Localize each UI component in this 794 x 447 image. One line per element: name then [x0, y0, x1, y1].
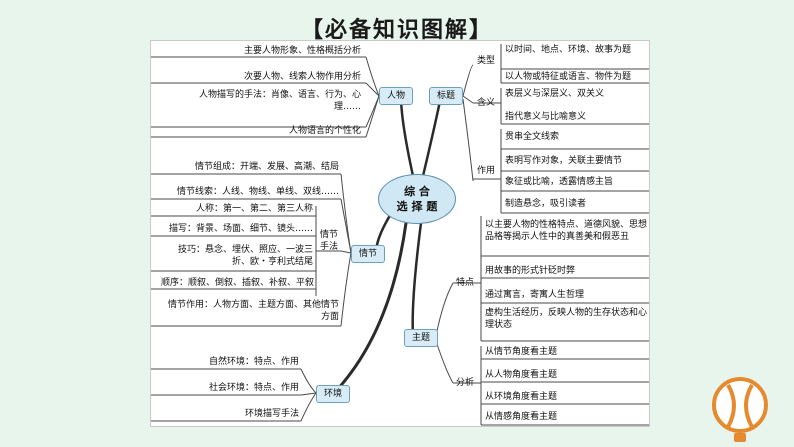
- branch-character: 人物: [379, 87, 413, 105]
- theme-feature-item: 用故事的形式针砭时弊: [485, 266, 576, 276]
- theme-analysis-item: 从情节角度看主题: [485, 347, 558, 357]
- headline-meaning-item: 指代意义与比喻意义: [505, 112, 587, 122]
- plot-technique-item: 人称：第一、第二、第三人称: [195, 204, 313, 214]
- theme-feature-item: 虚构生活经历，反映人物的生存状态和心理状态: [485, 308, 648, 330]
- headline-function-item: 制造悬念，吸引读者: [505, 199, 587, 209]
- environment-item: 自然环境：特点、作用: [208, 357, 299, 367]
- page-title: 【必备知识图解】: [300, 18, 493, 43]
- branch-theme: 主题: [404, 329, 438, 347]
- balloon-icon: [712, 377, 768, 442]
- mindmap-lines: [151, 44, 649, 426]
- headline-meaning-label: 含义: [477, 98, 496, 108]
- headline-type-item: 以人物或特征或语言、物件为题: [505, 72, 632, 82]
- environment-item: 社会环境：特点、作用: [208, 383, 299, 393]
- plot-technique-item: 描写：背景、场面、细节、镜头……: [168, 224, 313, 234]
- mindmap-board: 主要人物形象、性格概括分析 次要人物、线索人物作用分析 人物描写的手法：肖像、语…: [150, 40, 650, 427]
- branch-plot: 情节: [351, 245, 385, 263]
- character-item: 主要人物形象、性格概括分析: [243, 46, 361, 56]
- plot-composition: 情节组成：开端、发展、高潮、结局: [194, 162, 339, 172]
- theme-analysis-item: 从情感角度看主题: [485, 412, 558, 422]
- center-node: 综 合 选 择 题: [378, 174, 456, 224]
- theme-analysis-item: 从人物角度看主题: [485, 370, 558, 380]
- plot-technique-item: 顺序：顺叙、倒叙、插叙、补叙、平叙: [161, 278, 315, 288]
- theme-features-label: 特点: [456, 278, 475, 288]
- plot-function: 情节作用：人物方面、主题方面、其他情节方面: [167, 300, 339, 322]
- headline-function-label: 作用: [477, 166, 496, 176]
- headline-meaning-item: 表层义与深层义、双关义: [505, 89, 605, 99]
- theme-feature-item: 以主要人物的性格特点、道德风貌、思想品格等揭示人性中的真善美和假恶丑: [485, 220, 648, 242]
- plot-clues: 情节线索：人线、物线、单线、双线……: [176, 187, 339, 197]
- theme-analysis-item: 从环境角度看主题: [485, 392, 558, 402]
- center-line2: 选 择 题: [396, 200, 438, 213]
- theme-analysis-label: 分析: [456, 378, 475, 388]
- plot-technique-item: 技巧：悬念、埋伏、照应、一波三折、欧・亨利式结尾: [177, 245, 313, 267]
- headline-types-label: 类型: [477, 56, 496, 66]
- character-item: 人物描写的手法：肖像、语言、行为、心理……: [198, 90, 361, 112]
- character-item: 人物语言的个性化: [288, 126, 361, 136]
- plot-technique-label: 情节手法: [319, 230, 338, 252]
- headline-function-item: 贯串全文线索: [505, 132, 560, 142]
- headline-function-item: 象征或比喻，透露情感主旨: [505, 177, 614, 187]
- center-line1: 综 合: [404, 185, 430, 198]
- theme-feature-item: 通过寓言，寄寓人生哲理: [485, 290, 585, 300]
- headline-type-item: 以时间、地点、环境、故事为题: [505, 45, 632, 55]
- character-item: 次要人物、线索人物作用分析: [243, 72, 361, 82]
- environment-item: 环境描写手法: [244, 409, 299, 419]
- branch-environment: 环境: [316, 385, 350, 403]
- headline-function-item: 表明写作对象，关联主要情节: [505, 156, 623, 166]
- branch-headline: 标题: [429, 87, 463, 105]
